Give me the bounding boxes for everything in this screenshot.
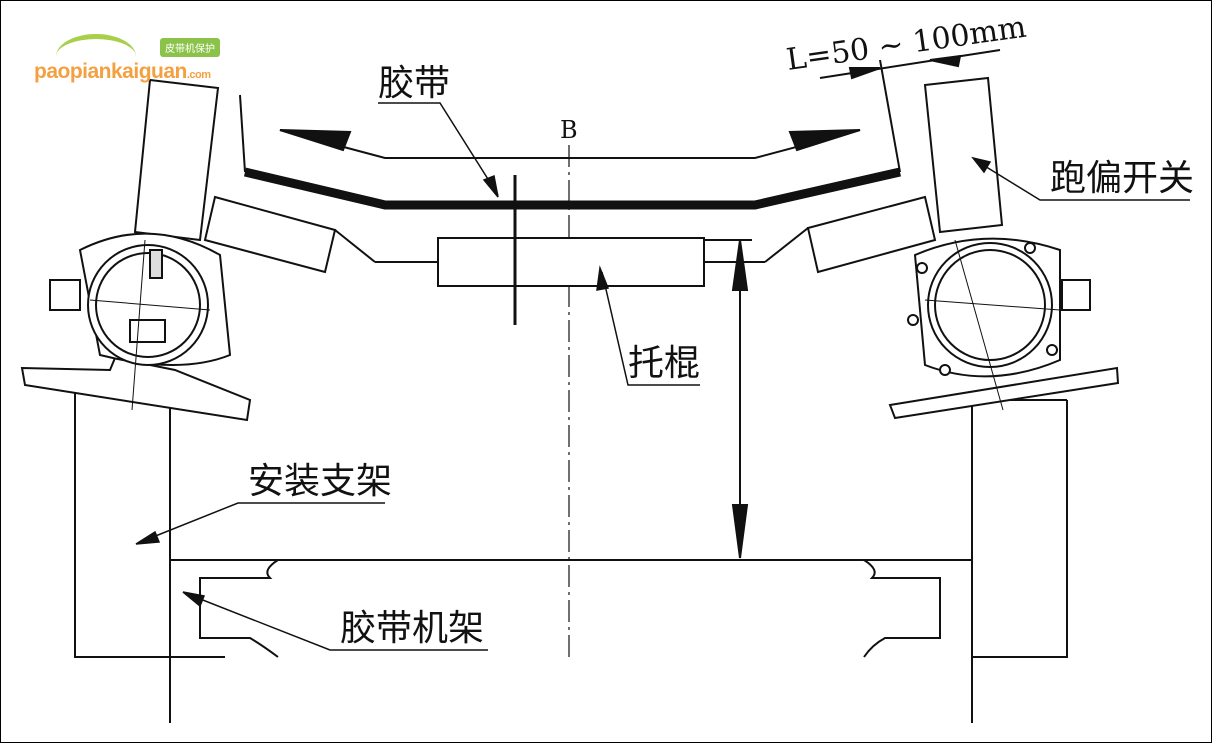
belt-travel-arrows [279, 129, 861, 159]
belt [239, 59, 901, 210]
logo-text: paopiankaiguan [34, 60, 187, 83]
idler-rollers [203, 195, 937, 287]
label-idler: 托棍 [628, 343, 700, 384]
site-logo: paopiankaiguan.com [34, 60, 211, 84]
logo-arc [56, 34, 136, 79]
distance-dimension [819, 49, 1001, 80]
label-bracket: 安装支架 [248, 461, 392, 502]
label-switch: 跑偏开关 [1050, 158, 1194, 199]
label-frame: 胶带机架 [340, 608, 484, 649]
label-belt: 胶带 [378, 63, 450, 104]
label-center-mark: B [560, 116, 578, 144]
conveyor-frame [74, 385, 1068, 723]
right-deviation-switch [888, 76, 1120, 420]
leader-lines [135, 102, 1190, 651]
logo-badge: 皮带机保护 [160, 38, 220, 57]
logo-suffix: .com [186, 69, 211, 81]
left-deviation-switch [20, 78, 252, 422]
height-dimension [704, 239, 752, 559]
